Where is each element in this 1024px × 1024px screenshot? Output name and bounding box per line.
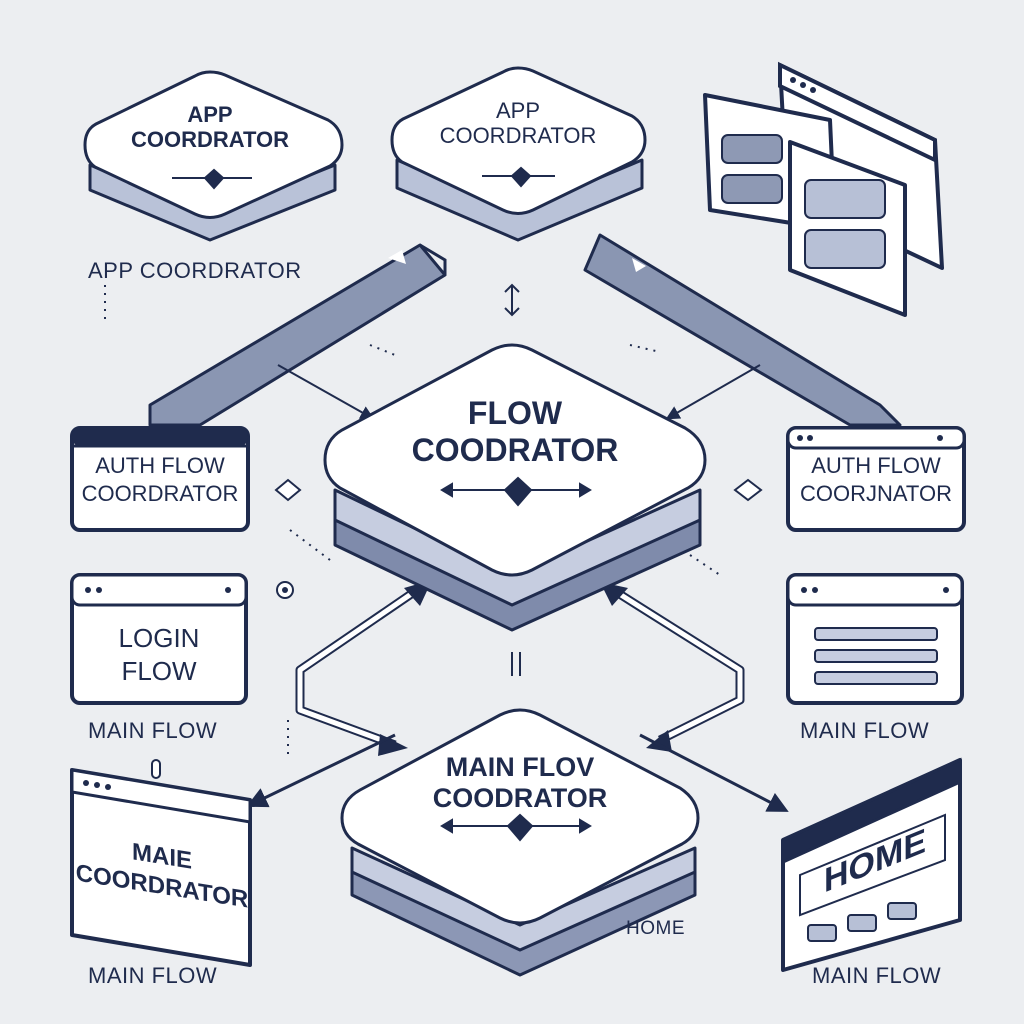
- login-flow-label: LOGIN FLOW: [118, 623, 200, 686]
- pipe-right-arrow-icon: [632, 258, 646, 272]
- flow-coordinator-label: FLOW COODRATOR: [411, 395, 619, 468]
- dotted-links: [104, 285, 721, 760]
- app-coordinator-caption: APP COORDRATOR: [88, 258, 302, 283]
- arrow-to-flow-right: [665, 364, 761, 420]
- small-diamond-left-icon: [274, 478, 302, 502]
- main-flow-coordinator-label: MAIN FLOV COODRATOR: [432, 752, 608, 814]
- updown-icon: [504, 283, 520, 317]
- main-coordinator-window: [70, 768, 252, 967]
- home-caption: HOME: [626, 918, 685, 939]
- main-flow-caption-right: MAIN FLOW: [800, 718, 930, 743]
- main-flow-caption-bottom-right: MAIN FLOW: [812, 963, 942, 988]
- auth-flow-window-right: [786, 426, 966, 532]
- main-flow-coordinator-node: [340, 708, 700, 977]
- list-window: [786, 573, 964, 705]
- main-flow-caption-bottom-left: MAIN FLOW: [88, 963, 218, 988]
- app-coordinator-left-label: APP COORDRATOR: [130, 102, 290, 153]
- login-flow-window: [70, 573, 248, 705]
- arrow-to-flow-left: [277, 364, 375, 420]
- auth-flow-right-label: AUTH FLOW COORJNATOR: [800, 453, 952, 506]
- pipe-right: [583, 233, 902, 427]
- pipe-left-arrow-icon: [388, 250, 406, 264]
- main-flow-caption-left: MAIN FLOW: [88, 718, 218, 743]
- pipe-left: [148, 243, 447, 427]
- app-coordinator-node-left: [83, 70, 344, 242]
- stacked-windows-illustration: [703, 61, 944, 317]
- app-coordinator-center-label: APP COORDRATOR: [439, 98, 597, 149]
- auth-flow-window-left: [70, 426, 250, 532]
- arrow-to-main-coord: [246, 733, 396, 808]
- arrow-to-home: [639, 733, 789, 812]
- arrow-loop-right-down: [646, 730, 672, 752]
- home-window: [781, 757, 962, 972]
- small-diamond-right-icon: [733, 478, 763, 502]
- connector-tick: [511, 652, 521, 676]
- small-pill-icon: [151, 759, 161, 779]
- flow-coordinator-node: [323, 343, 707, 632]
- app-coordinator-node-center: [390, 66, 647, 242]
- auth-flow-left-label: AUTH FLOW COORDRATOR: [81, 453, 239, 506]
